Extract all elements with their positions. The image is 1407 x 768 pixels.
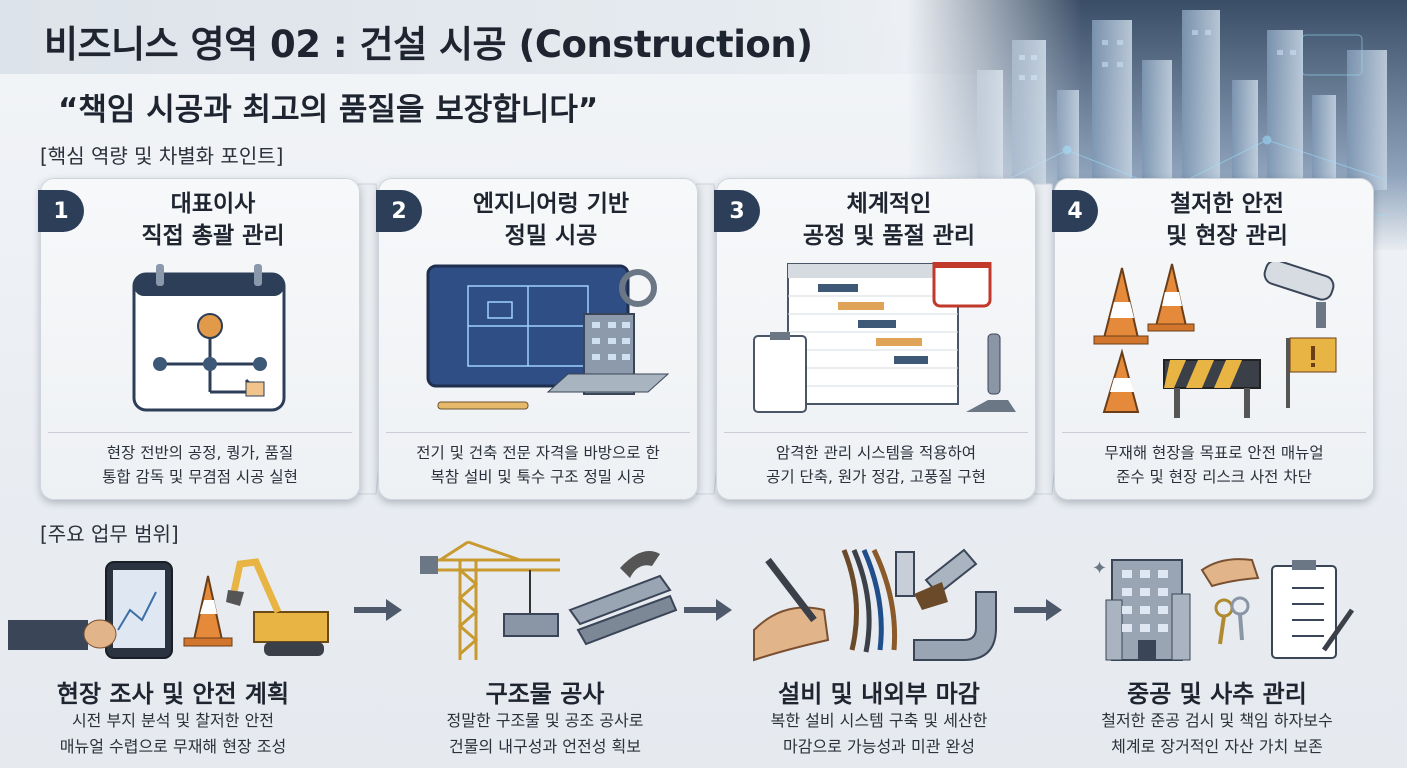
scope-title: 현장 조사 및 안전 계획 xyxy=(56,680,290,708)
arrow-right-icon xyxy=(1014,599,1062,621)
scope-title: 중공 및 사추 관리 xyxy=(1127,680,1307,708)
gantt-chart-icon xyxy=(753,262,1016,413)
card-number-badge: 2 xyxy=(376,190,422,232)
calendar-flowchart-icon xyxy=(132,264,286,412)
city-skyline-image xyxy=(907,0,1407,250)
blueprint-building-icon xyxy=(426,264,670,410)
building-keys-icon: ✦ xyxy=(1092,558,1355,661)
svg-text:✦: ✦ xyxy=(1092,558,1107,579)
competencies-section-label: [핵심 역량 및 차별화 포인트] xyxy=(40,144,284,168)
safety-cones-icon xyxy=(1093,262,1337,418)
card-number-badge: 4 xyxy=(1052,190,1098,232)
tablet-excavator-icon xyxy=(8,558,329,659)
scope-title: 구조물 공사 xyxy=(485,680,605,708)
card-number-badge: 3 xyxy=(714,190,760,232)
arrow-right-icon xyxy=(684,599,732,621)
scope-section-label: [주요 업무 범위] xyxy=(40,522,179,546)
card-number-badge: 1 xyxy=(38,190,84,232)
slogan: “책임 시공과 최고의 품질을 보장합니다” xyxy=(58,92,599,128)
arrow-right-icon xyxy=(354,599,402,621)
tools-pipes-icon xyxy=(753,548,997,662)
crane-steel-beam-icon xyxy=(420,540,678,660)
scope-title: 설비 및 내외부 마감 xyxy=(778,680,980,708)
page-title: 비즈니스 영역 02 : 건설 시공 (Construction) xyxy=(44,23,813,66)
